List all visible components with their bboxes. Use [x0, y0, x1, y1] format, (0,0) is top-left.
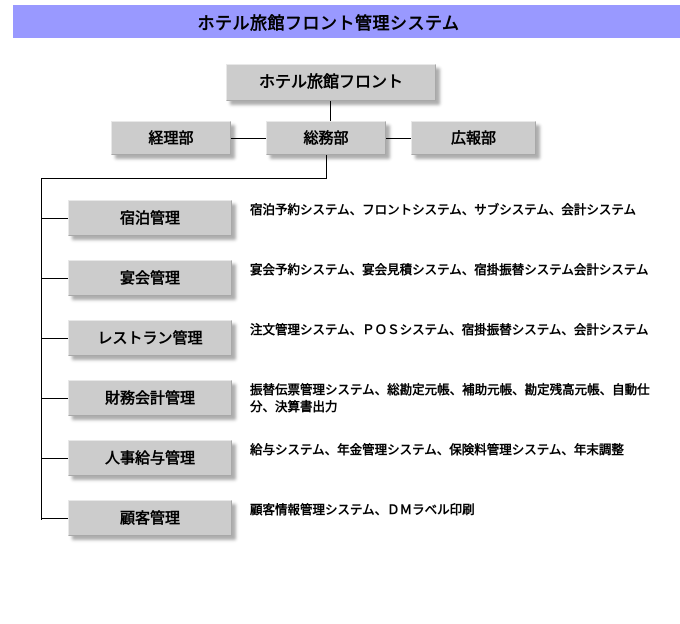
connector-trunk-to-unit [41, 278, 68, 279]
connector-trunk-to-unit [41, 458, 68, 459]
node-unit[interactable]: 宿泊管理 [68, 200, 232, 236]
node-unit[interactable]: 人事給与管理 [68, 440, 232, 476]
node-department-soumubu[interactable]: 総務部 [266, 121, 386, 155]
node-unit[interactable]: 宴会管理 [68, 260, 232, 296]
connector-trunk-to-unit [41, 218, 68, 219]
node-department-keiribu-label: 経理部 [148, 129, 194, 147]
unit-systems-description: 給与システム、年金管理システム、保険料管理システム、年末調整 [250, 443, 624, 457]
page-title-banner: ホテル旅館フロント管理システム [13, 5, 680, 38]
connector-trunk-to-unit [41, 518, 68, 519]
connector-soumubu-to-kouhoubu [386, 138, 411, 139]
connector-trunk-vertical [41, 178, 42, 520]
connector-bus-horizontal [41, 178, 327, 179]
node-unit-label: 宴会管理 [119, 269, 180, 287]
unit-systems-description: 宿泊予約システム、フロントシステム、サブシステム、会計システム [250, 203, 637, 217]
unit-systems-description: 注文管理システム、ＰＯＳシステム、宿掛振替システム、会計システム [250, 323, 649, 337]
node-unit-label: 人事給与管理 [104, 449, 195, 467]
node-root-label: ホテル旅館フロント [258, 73, 403, 91]
node-root[interactable]: ホテル旅館フロント [226, 64, 436, 101]
node-department-kouhoubu[interactable]: 広報部 [411, 121, 536, 155]
node-unit-label: 顧客管理 [119, 509, 180, 527]
connector-trunk-to-unit [41, 338, 68, 339]
node-unit-label: 宿泊管理 [119, 209, 180, 227]
node-department-keiribu[interactable]: 経理部 [111, 121, 231, 155]
node-unit-label: 財務会計管理 [104, 389, 195, 407]
unit-systems-description: 顧客情報管理システム、ＤＭラベル印刷 [250, 503, 475, 517]
unit-systems-description: 振替伝票管理システム、総勘定元帳、補助元帳、勘定残高元帳、自動仕分、決算書出力 [250, 383, 650, 415]
connector-soumubu-down [326, 155, 327, 179]
connector-trunk-to-unit [41, 398, 68, 399]
node-unit[interactable]: 財務会計管理 [68, 380, 232, 416]
connector-root-to-soumubu [330, 101, 331, 121]
node-unit-label: レストラン管理 [97, 329, 203, 347]
connector-soumubu-to-keiribu [231, 138, 266, 139]
page-title: ホテル旅館フロント管理システム [197, 14, 460, 33]
node-department-kouhoubu-label: 広報部 [450, 129, 496, 147]
unit-systems-description: 宴会予約システム、宴会見積システム、宿掛振替システム会計システム [250, 263, 649, 277]
node-unit[interactable]: 顧客管理 [68, 500, 232, 536]
node-unit[interactable]: レストラン管理 [68, 320, 232, 356]
node-department-soumubu-label: 総務部 [303, 129, 349, 147]
